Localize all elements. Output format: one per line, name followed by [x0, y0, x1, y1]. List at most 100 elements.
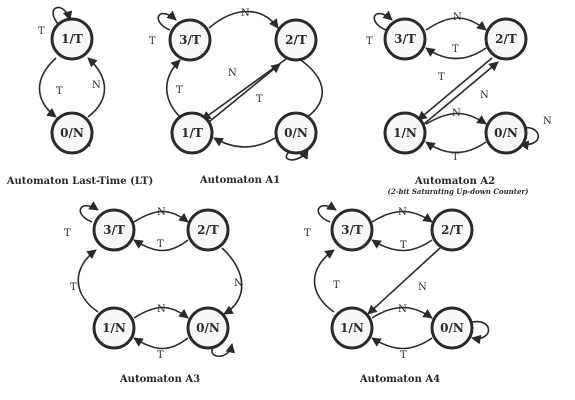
- a4-edge-1n-3t: [313, 249, 335, 313]
- a3-state-2t-label: 2/T: [197, 223, 219, 237]
- a2-label-3t-self: T: [366, 36, 373, 47]
- lt-edge-1t-0n: [38, 57, 57, 118]
- a2-state-1n-label: 1/N: [393, 126, 417, 140]
- automaton-a3: T N T N T N T 3/T 2/T 1/N 0/N Automaton …: [64, 201, 243, 385]
- a1-edge-3t-2t: [208, 10, 279, 29]
- a4-state-0n-label: 0/N: [440, 321, 464, 335]
- a4-edge-3t-2t: [371, 210, 433, 223]
- automaton-a2: T N T T N N T N 3/T 2/T 1/N 0/N Automato…: [366, 10, 552, 196]
- a1-label-1t-2t: N: [228, 68, 237, 79]
- a2-label-0n-1n: T: [452, 152, 459, 163]
- a2-label-1n-0n: N: [452, 108, 461, 119]
- lt-label-1t-0n: T: [56, 86, 63, 97]
- a3-caption: Automaton A3: [119, 374, 200, 385]
- automaton-a1: T N T N T 3/T 2/T 1/T 0/N Automaton A1: [149, 8, 324, 186]
- lt-state-1t: 1/T: [50, 17, 94, 61]
- a2-subcaption: (2-bit Saturating Up-down Counter): [388, 187, 529, 196]
- a3-edge-1n-3t: [77, 249, 99, 313]
- automaton-a4: T N T N T N T 3/T 2/T 1/N 0/N Automaton …: [304, 201, 490, 385]
- a3-edge-3t-2t: [133, 210, 189, 223]
- a4-state-2t: 2/T: [430, 208, 474, 252]
- lt-state-0n-label: 0/N: [60, 126, 84, 140]
- a2-edge-1n-2t: [423, 61, 499, 125]
- a4-edge-2t-3t: [371, 239, 433, 252]
- a4-edge-1n-0n: [371, 306, 433, 319]
- a1-edge-0n-1t: [213, 137, 276, 148]
- a2-edge-2t-1n: [417, 57, 493, 121]
- a1-state-0n-label: 0/N: [284, 126, 308, 140]
- a4-label-1n-3t: T: [333, 280, 340, 291]
- a4-state-3t: 3/T: [330, 208, 374, 252]
- a3-edge-2t-3t: [133, 239, 189, 252]
- a2-state-0n-label: 0/N: [494, 126, 518, 140]
- a1-edge-2t-1t: [201, 58, 287, 121]
- a2-state-2t-label: 2/T: [495, 32, 517, 46]
- a1-edge-1t-2t: [203, 63, 281, 127]
- a1-state-2t: 2/T: [274, 18, 318, 62]
- a2-label-1n-2t: N: [480, 90, 489, 101]
- a2-edge-2t-3t: [425, 47, 487, 60]
- a4-label-0n-1n: T: [400, 350, 407, 361]
- a4-state-0n: 0/N: [430, 306, 474, 350]
- a2-edge-3t-2t: [425, 17, 487, 31]
- a2-self-loop-3t: [373, 10, 393, 31]
- a4-state-3t-label: 3/T: [341, 223, 363, 237]
- lt-state-0n: 0/N: [50, 111, 94, 155]
- a4-label-2t-1n: N: [418, 282, 427, 293]
- a3-label-2t-3t: T: [157, 239, 164, 250]
- a1-label-1t-3t: T: [176, 85, 183, 96]
- a2-label-2t-1n: T: [438, 72, 445, 83]
- a1-state-1t: 1/T: [170, 111, 214, 155]
- a4-label-3t-self: T: [304, 228, 311, 239]
- a3-state-3t: 3/T: [92, 208, 136, 252]
- a4-self-loop-0n: [471, 320, 490, 345]
- a4-state-2t-label: 2/T: [441, 223, 463, 237]
- a3-state-1n: 1/N: [92, 306, 136, 350]
- automaton-lt: T N T N 1/T 0/N Automaton Last-Time (LT): [6, 6, 153, 187]
- a3-edge-1n-0n: [133, 306, 189, 319]
- a2-state-3t-label: 3/T: [394, 32, 416, 46]
- a4-edge-0n-1n: [371, 337, 433, 350]
- a2-state-2t: 2/T: [484, 17, 528, 61]
- lt-caption: Automaton Last-Time (LT): [6, 176, 153, 187]
- a1-edge-1t-3t: [166, 59, 183, 120]
- a3-label-1n-3t: T: [70, 282, 77, 293]
- a2-edge-0n-1n: [425, 141, 487, 154]
- a3-state-2t: 2/T: [186, 208, 230, 252]
- a2-edge-1n-0n: [425, 112, 487, 125]
- a4-label-1n-0n: N: [398, 304, 407, 315]
- a4-state-1n-label: 1/N: [340, 321, 364, 335]
- a2-state-3t: 3/T: [383, 17, 427, 61]
- a3-edge-2t-0n: [221, 247, 243, 315]
- a3-state-0n-label: 0/N: [196, 321, 220, 335]
- a3-state-3t-label: 3/T: [103, 223, 125, 237]
- lt-label-0n-1t: N: [92, 80, 101, 91]
- a4-label-2t-3t: T: [400, 240, 407, 251]
- a1-self-loop-3t: [157, 10, 177, 31]
- a1-state-2t-label: 2/T: [285, 33, 307, 47]
- a2-caption: Automaton A2: [414, 176, 495, 187]
- a3-self-loop-3t: [79, 201, 99, 223]
- a1-state-0n: 0/N: [274, 111, 318, 155]
- a2-label-0n-self: N: [543, 116, 552, 127]
- a3-edge-0n-1n: [133, 337, 189, 350]
- a4-edge-2t-1n: [367, 247, 441, 315]
- a3-label-0n-1n: T: [157, 350, 164, 361]
- a1-label-3t-self: T: [149, 36, 156, 47]
- a1-state-3t-label: 3/T: [179, 33, 201, 47]
- lt-label-1t-self: T: [38, 26, 45, 37]
- a1-state-1t-label: 1/T: [181, 126, 203, 140]
- a4-label-3t-2t: N: [398, 207, 407, 218]
- lt-self-loop-1t: [52, 6, 73, 25]
- a2-state-1n: 1/N: [383, 111, 427, 155]
- a3-state-1n-label: 1/N: [102, 321, 126, 335]
- a2-state-0n: 0/N: [484, 111, 528, 155]
- a4-caption: Automaton A4: [359, 374, 440, 385]
- a2-self-loop-0n: [519, 126, 539, 151]
- a1-state-3t: 3/T: [168, 18, 212, 62]
- lt-state-1t-label: 1/T: [61, 32, 83, 46]
- lt-edge-0n-1t: [87, 57, 106, 118]
- a2-label-2t-3t: T: [452, 44, 459, 55]
- a4-state-1n: 1/N: [330, 306, 374, 350]
